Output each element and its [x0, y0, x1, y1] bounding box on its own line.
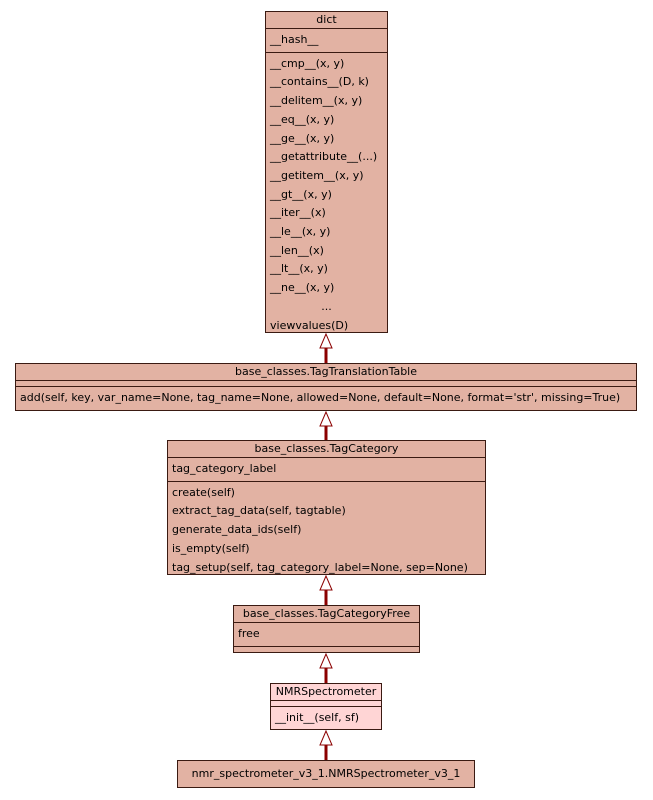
method: __iter__(x) [270, 206, 326, 220]
attribute: free [238, 627, 260, 640]
class-tag-category-free[interactable]: base_classes.TagCategoryFree free [233, 605, 420, 653]
attribute: tag_category_label [172, 462, 277, 475]
methods-section: __cmp__(x, y) __contains__(D, k) __delit… [266, 53, 387, 338]
method: __gt__(x, y) [270, 187, 332, 201]
class-tag-category[interactable]: base_classes.TagCategory tag_category_la… [167, 440, 486, 575]
attributes-section [271, 701, 381, 707]
method: tag_setup(self, tag_category_label=None,… [172, 560, 468, 574]
method: __init__(self, sf) [275, 711, 360, 724]
method: create(self) [172, 485, 235, 499]
class-title: dict [266, 12, 387, 29]
inheritance-arrow [319, 410, 333, 427]
method: is_empty(self) [172, 541, 250, 555]
method: __cmp__(x, y) [270, 56, 345, 70]
class-title: base_classes.TagTranslationTable [16, 364, 636, 381]
inheritance-arrow [319, 332, 333, 349]
methods-section: __init__(self, sf) [271, 707, 381, 730]
class-title: NMRSpectrometer [271, 684, 381, 701]
attributes-section [16, 381, 636, 387]
method: __contains__(D, k) [270, 75, 369, 89]
method: __getattribute__(...) [270, 150, 378, 164]
method: __lt__(x, y) [270, 262, 328, 276]
class-nmr-spectrometer-v3-1[interactable]: nmr_spectrometer_v3_1.NMRSpectrometer_v3… [177, 760, 475, 788]
class-title: nmr_spectrometer_v3_1.NMRSpectrometer_v3… [191, 767, 461, 780]
method: generate_data_ids(self) [172, 523, 302, 537]
method: extract_tag_data(self, tagtable) [172, 504, 346, 518]
class-tag-translation-table[interactable]: base_classes.TagTranslationTable add(sel… [15, 363, 637, 411]
ellipsis: ... [321, 299, 332, 313]
method: __eq__(x, y) [270, 112, 335, 126]
method: add(self, key, var_name=None, tag_name=N… [20, 391, 621, 404]
attributes-section: free [234, 623, 419, 647]
method: viewvalues(D) [270, 318, 349, 332]
method: __delitem__(x, y) [270, 94, 363, 108]
inheritance-arrow [319, 574, 333, 591]
method: __len__(x) [270, 243, 324, 257]
attribute: __hash__ [270, 33, 319, 46]
method: __le__(x, y) [270, 225, 331, 239]
class-nmr-spectrometer[interactable]: NMRSpectrometer __init__(self, sf) [270, 683, 382, 730]
class-title: base_classes.TagCategory [168, 441, 485, 458]
methods-section: create(self) extract_tag_data(self, tagt… [168, 482, 485, 580]
method: __ge__(x, y) [270, 131, 335, 145]
inheritance-arrow [319, 729, 333, 746]
method: __ne__(x, y) [270, 281, 335, 295]
attributes-section: tag_category_label [168, 458, 485, 482]
inheritance-arrow [319, 652, 333, 669]
class-dict[interactable]: dict __hash__ __cmp__(x, y) __contains__… [265, 11, 388, 333]
attributes-section: __hash__ [266, 29, 387, 53]
methods-section: add(self, key, var_name=None, tag_name=N… [16, 387, 636, 410]
method: __getitem__(x, y) [270, 168, 364, 182]
class-title: base_classes.TagCategoryFree [234, 606, 419, 623]
